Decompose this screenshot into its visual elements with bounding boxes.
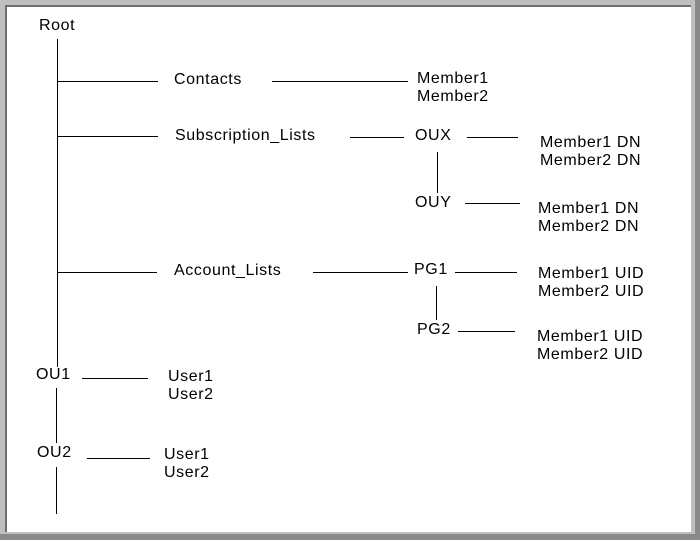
- ou2-to-users-line: [87, 458, 150, 459]
- ou2-user-1: User1: [164, 446, 210, 463]
- contacts-member-1: Member1: [417, 70, 489, 87]
- oux-member-list: Member1 DN Member2 DN: [540, 134, 641, 170]
- node-ou1: OU1: [36, 366, 71, 383]
- contacts-member-list: Member1 Member2: [417, 70, 489, 106]
- ouy-to-members-line: [465, 203, 520, 204]
- frame-bottom-edge: [0, 534, 700, 540]
- frame-right-edge: [695, 0, 700, 540]
- ouy-member-2: Member2 DN: [538, 218, 640, 235]
- subscription-lists-to-oux-line: [350, 137, 404, 138]
- ou1-user-list: User1 User2: [168, 368, 214, 404]
- account-lists-to-pg1-line: [313, 272, 408, 273]
- below-ou2-line: [56, 467, 57, 514]
- pg2-member-1: Member1 UID: [537, 328, 644, 345]
- root-trunk-line: [57, 39, 58, 367]
- node-subscription-lists: Subscription_Lists: [175, 127, 316, 144]
- ou1-to-ou2-line: [56, 388, 57, 443]
- ou1-to-users-line: [82, 378, 148, 379]
- node-contacts: Contacts: [174, 71, 242, 88]
- oux-member-1: Member1 DN: [540, 134, 642, 151]
- ou1-user-1: User1: [168, 368, 214, 385]
- oux-to-ouy-line: [437, 152, 438, 193]
- ou2-user-2: User2: [164, 464, 210, 481]
- diagram-panel: [5, 5, 691, 532]
- oux-to-members-line: [467, 137, 518, 138]
- contacts-to-members-line: [272, 81, 408, 82]
- node-pg1: PG1: [414, 261, 448, 278]
- trunk-to-account-lists-line: [57, 272, 157, 273]
- pg1-member-list: Member1 UID Member2 UID: [538, 265, 644, 301]
- pg2-member-2: Member2 UID: [537, 346, 644, 363]
- pg2-to-members-line: [458, 331, 515, 332]
- trunk-to-contacts-line: [57, 81, 158, 82]
- node-ouy: OUY: [415, 194, 452, 211]
- pg1-member-1: Member1 UID: [538, 265, 645, 282]
- node-root: Root: [39, 17, 76, 34]
- ou1-user-2: User2: [168, 386, 214, 403]
- node-account-lists: Account_Lists: [174, 262, 282, 279]
- ouy-member-1: Member1 DN: [538, 200, 640, 217]
- contacts-member-2: Member2: [417, 88, 489, 105]
- ouy-member-list: Member1 DN Member2 DN: [538, 200, 639, 236]
- ou2-user-list: User1 User2: [164, 446, 210, 482]
- node-pg2: PG2: [417, 321, 451, 338]
- pg1-to-members-line: [455, 272, 517, 273]
- pg1-to-pg2-line: [436, 286, 437, 320]
- trunk-to-subscription-lists-line: [57, 136, 158, 137]
- pg2-member-list: Member1 UID Member2 UID: [537, 328, 643, 364]
- pg1-member-2: Member2 UID: [538, 283, 645, 300]
- node-oux: OUX: [415, 127, 452, 144]
- node-ou2: OU2: [37, 444, 72, 461]
- oux-member-2: Member2 DN: [540, 152, 642, 169]
